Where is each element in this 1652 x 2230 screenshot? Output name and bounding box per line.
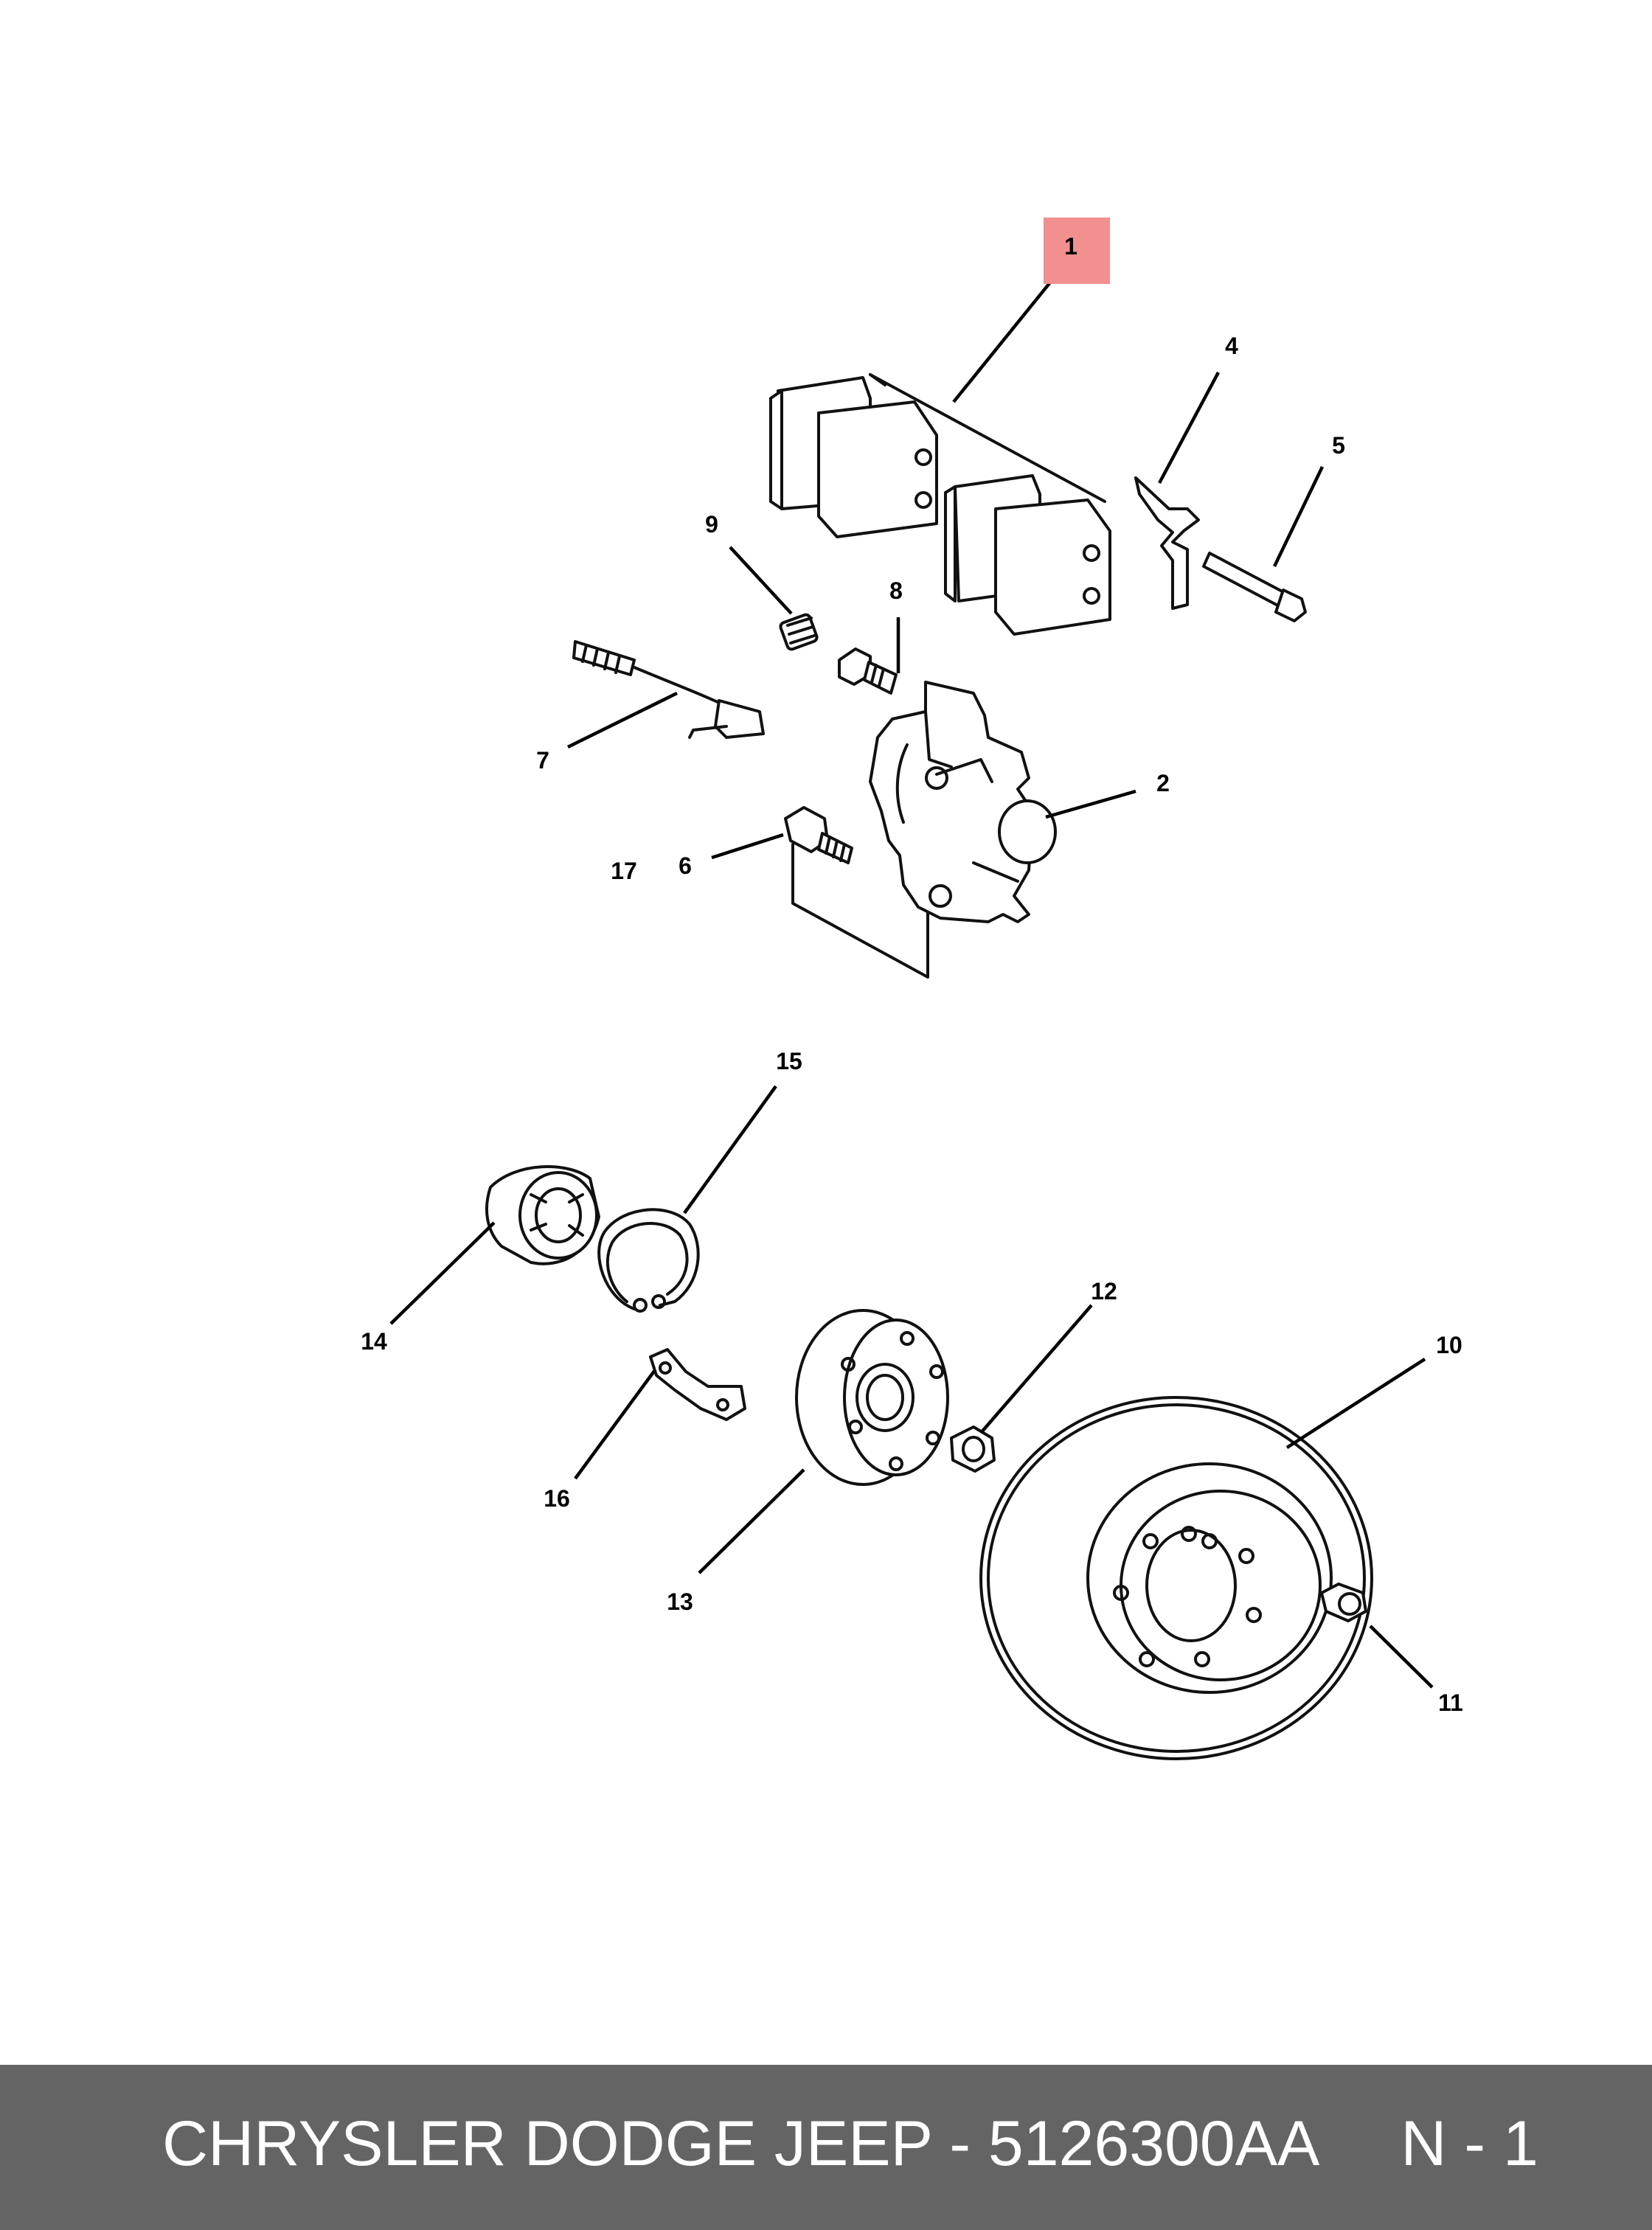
brand-part-number: CHRYSLER DODGE JEEP - 5126300AA — [162, 2108, 1320, 2179]
callout-6[interactable]: 6 — [678, 852, 692, 879]
brake-caliper — [869, 681, 1057, 923]
hub-nut — [950, 1425, 996, 1473]
wear-sensor — [572, 640, 765, 739]
page-reference: N - 1 — [1401, 2108, 1538, 2179]
rotor-screw — [1320, 1583, 1367, 1622]
group-bracket — [791, 843, 929, 979]
leader-lines — [389, 274, 1434, 1689]
callout-15[interactable]: 15 — [776, 1048, 802, 1074]
snap-ring — [597, 1208, 700, 1313]
bleeder-valve — [838, 647, 898, 695]
callout-8[interactable]: 8 — [889, 577, 903, 604]
wheel-bearing — [485, 1165, 600, 1265]
callout-14[interactable]: 14 — [361, 1328, 387, 1355]
callout-10[interactable]: 10 — [1436, 1332, 1462, 1358]
parts-diagram: 1 2 4 5 6 7 8 9 10 11 12 13 14 15 16 17 — [361, 218, 1463, 1760]
footer-bar: CHRYSLER DODGE JEEP - 5126300AA N - 1 — [0, 2065, 1652, 2230]
callouts: 1 2 4 5 6 7 8 9 10 11 12 13 14 15 16 17 — [361, 218, 1463, 1716]
callout-2[interactable]: 2 — [1156, 770, 1170, 796]
callout-9[interactable]: 9 — [705, 511, 718, 538]
wheel-hub — [795, 1309, 949, 1486]
callout-7[interactable]: 7 — [536, 747, 549, 774]
callout-12[interactable]: 12 — [1091, 1278, 1117, 1305]
bleeder-cap — [779, 613, 819, 651]
brake-rotor — [979, 1396, 1373, 1760]
callout-5[interactable]: 5 — [1332, 432, 1345, 459]
retainer-plate — [649, 1348, 746, 1421]
callout-16[interactable]: 16 — [544, 1485, 570, 1512]
brake-pads — [769, 373, 1111, 636]
callout-17[interactable]: 17 — [611, 858, 637, 884]
brake-hose-fitting — [784, 806, 853, 864]
guide-pin — [1202, 552, 1307, 622]
callout-13[interactable]: 13 — [667, 1588, 693, 1615]
callout-11[interactable]: 11 — [1438, 1689, 1463, 1716]
callout-4[interactable]: 4 — [1225, 333, 1238, 359]
footer-caption: CHRYSLER DODGE JEEP - 5126300AA N - 1 — [162, 2108, 1538, 2181]
pad-clip — [1134, 476, 1200, 610]
callout-1-highlight — [1044, 218, 1110, 284]
callout-1[interactable]: 1 — [1064, 233, 1077, 260]
